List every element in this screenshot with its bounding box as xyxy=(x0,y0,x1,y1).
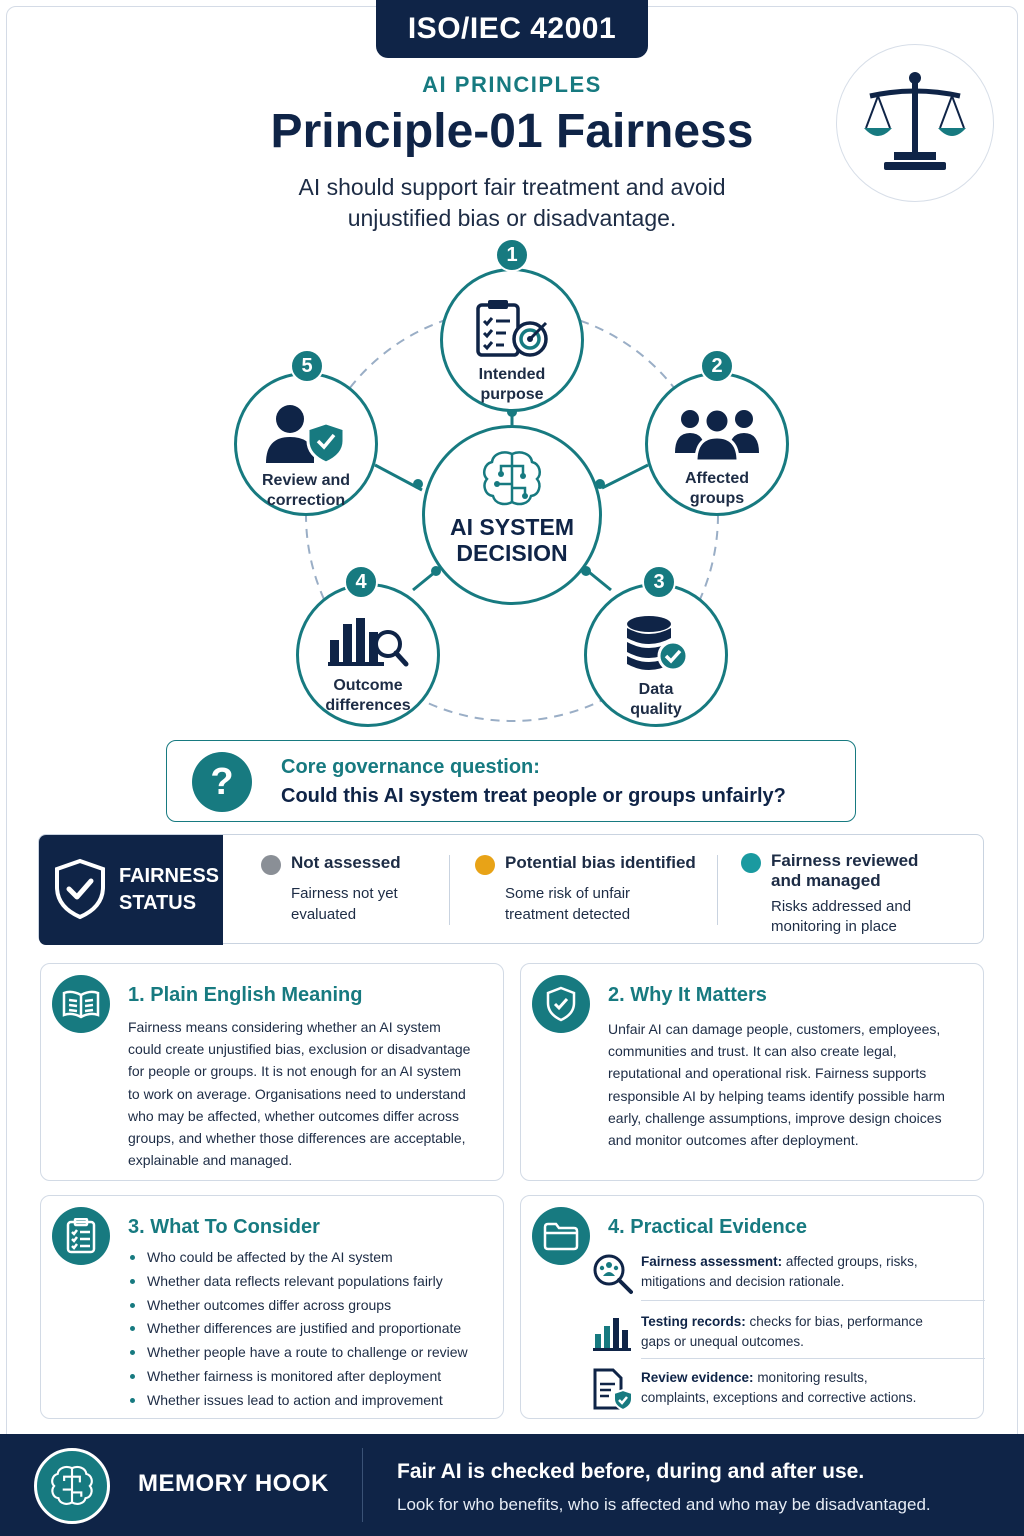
card-what-to-consider: 3. What To Consider Who could be affecte… xyxy=(40,1195,504,1419)
node-intended-purpose: Intended purpose xyxy=(440,268,584,412)
folder-icon xyxy=(532,1207,590,1265)
consider-list: Who could be affected by the AI system W… xyxy=(128,1246,468,1413)
node-affected-groups: Affected groups xyxy=(645,372,789,516)
center-label: AI SYSTEM DECISION xyxy=(450,514,574,566)
node-label-2: Affected groups xyxy=(684,470,749,507)
node-number-1: 1 xyxy=(495,238,529,272)
scales-icon xyxy=(864,72,966,170)
card-title: 3. What To Consider xyxy=(128,1216,320,1238)
status-divider xyxy=(449,855,450,925)
status-title: FAIRNESS STATUS xyxy=(119,865,220,914)
question-text: Could this AI system treat people or gro… xyxy=(281,785,786,807)
core-question-box: ? Core governance question: Could this A… xyxy=(166,740,856,822)
card-practical-evidence: 4. Practical Evidence Fairness assessmen… xyxy=(520,1195,985,1419)
clipboard-target-icon xyxy=(476,300,548,357)
node-number-2: 2 xyxy=(700,349,734,383)
list-item: Whether people have a route to challenge… xyxy=(128,1341,468,1365)
question-mark-icon: ? xyxy=(192,752,252,812)
open-book-icon xyxy=(52,975,110,1033)
fairness-diagram: AI SYSTEM DECISION Intended purpose 1 xyxy=(0,230,1024,730)
node-number-4: 4 xyxy=(344,565,378,599)
node-review-correction: Review and correction xyxy=(234,372,378,516)
node-number-3: 3 xyxy=(642,565,676,599)
evidence-divider xyxy=(641,1358,985,1359)
database-check-icon xyxy=(627,616,689,672)
people-group-icon xyxy=(675,407,759,463)
card-why-it-matters: 2. Why It Matters Unfair AI can damage p… xyxy=(520,963,984,1181)
fairness-status-panel: FAIRNESS STATUS Not assessed Fairness no… xyxy=(38,834,984,945)
list-item: Who could be affected by the AI system xyxy=(128,1246,468,1270)
card-title: 2. Why It Matters xyxy=(608,984,767,1006)
document-shield-icon xyxy=(593,1368,633,1412)
page-title: Principle-01 Fairness xyxy=(270,105,754,158)
card-plain-english-meaning: 1. Plain English Meaning Fairness means … xyxy=(40,963,504,1181)
hook-divider xyxy=(362,1448,363,1522)
card-title: 1. Plain English Meaning xyxy=(128,984,363,1006)
bar-chart-search-icon xyxy=(328,618,409,667)
status-dot-teal xyxy=(741,853,761,873)
list-item: Whether data reflects relevant populatio… xyxy=(128,1270,468,1294)
brain-circuit-icon xyxy=(483,451,541,506)
list-item: Whether fairness is monitored after depl… xyxy=(128,1365,468,1389)
section-kicker: AI PRINCIPLES xyxy=(422,72,602,97)
status-dot-amber xyxy=(475,855,495,875)
evidence-divider xyxy=(641,1300,985,1301)
shield-check-icon xyxy=(532,975,590,1033)
status-header: FAIRNESS STATUS xyxy=(39,835,223,945)
node-label-3: Data quality xyxy=(630,681,682,718)
node-data-quality: Data quality xyxy=(584,583,728,727)
card-body: Fairness means considering whether an AI… xyxy=(128,1019,471,1169)
shield-check-icon xyxy=(55,858,105,920)
memory-hook-main: Fair AI is checked before, during and af… xyxy=(397,1460,865,1483)
node-number-5: 5 xyxy=(290,349,324,383)
scales-emblem xyxy=(836,44,994,202)
person-shield-icon xyxy=(266,405,346,465)
card-body: Unfair AI can damage people, customers, … xyxy=(608,1021,945,1149)
people-search-icon xyxy=(593,1254,633,1294)
card-title: 4. Practical Evidence xyxy=(608,1216,808,1238)
bar-chart-icon xyxy=(593,1318,631,1351)
memory-hook-banner: MEMORY HOOK Fair AI is checked before, d… xyxy=(0,1434,1024,1536)
node-label-1: Intended purpose xyxy=(478,366,546,403)
node-label-5: Review and correction xyxy=(261,472,351,509)
memory-hook-sub: Look for who benefits, who is affected a… xyxy=(397,1495,931,1514)
question-title: Core governance question: xyxy=(281,756,540,778)
status-dot-grey xyxy=(261,855,281,875)
node-outcome-differences: Outcome differences xyxy=(296,583,440,727)
node-label-4: Outcome differences xyxy=(325,677,411,714)
status-divider xyxy=(717,855,718,925)
checklist-icon xyxy=(52,1207,110,1265)
center-ai-decision: AI SYSTEM DECISION xyxy=(422,425,602,605)
page-subtitle: AI should support fair treatment and avo… xyxy=(298,174,726,231)
memory-hook-label: MEMORY HOOK xyxy=(138,1470,329,1497)
list-item: Whether differences are justified and pr… xyxy=(128,1317,468,1341)
list-item: Whether outcomes differ across groups xyxy=(128,1294,468,1318)
brain-icon xyxy=(34,1448,110,1524)
standard-badge: ISO/IEC 42001 xyxy=(376,0,648,58)
list-item: Whether issues lead to action and improv… xyxy=(128,1389,468,1413)
